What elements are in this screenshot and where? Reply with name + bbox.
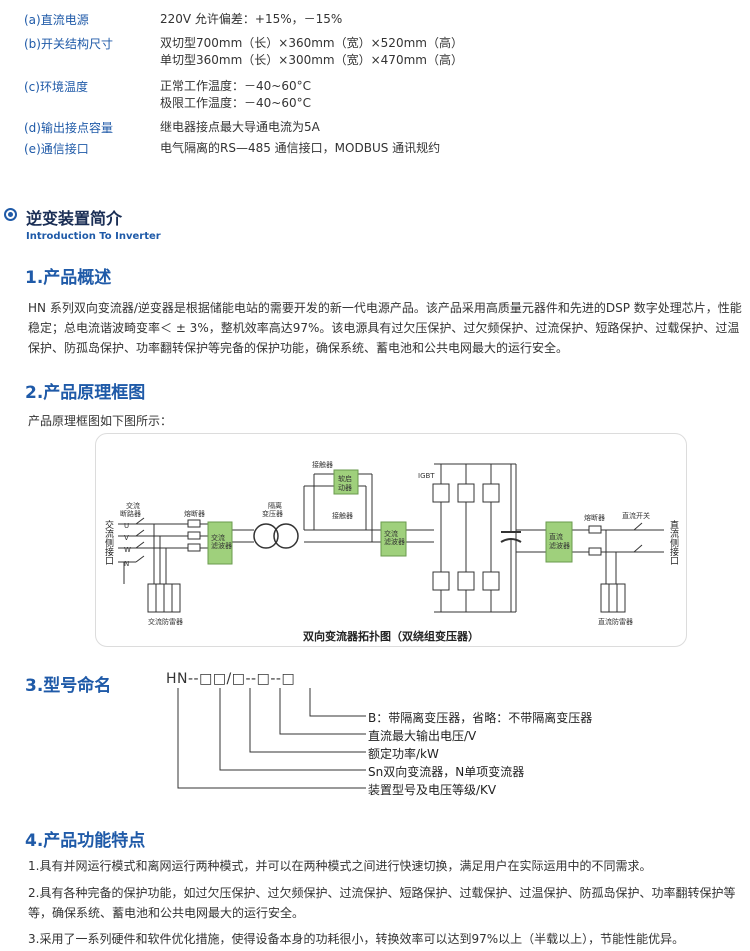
contactor2-label: 接触器 [332, 511, 353, 520]
model-item-type: Sn双向变流器，N单项变流器 [368, 765, 525, 779]
section-bullet-icon [4, 208, 17, 221]
heading-features: 4.产品功能特点 [25, 831, 146, 851]
heading-overview: 1.产品概述 [25, 268, 112, 288]
spec-val-dimensions-1: 双切型700mm（长）×360mm（宽）×520mm（高） [160, 36, 463, 50]
ac-side-label: 交流侧接口 [103, 519, 114, 565]
dc-filter-label-2: 滤波器 [549, 541, 570, 550]
spec-key-dimensions: (b)开关结构尺寸 [24, 37, 113, 51]
topology-diagram: 交流 断路器 U V W N 熔断器 交流 滤波器 隔离 变压器 接触器 软启 … [103, 460, 679, 626]
overview-text: HN 系列双向变流器/逆变器是根据储能电站的需要开发的新一代电源产品。该产品采用… [28, 301, 742, 355]
dc-side-label: 直流侧接口 [668, 519, 679, 565]
model-item-voltage: 直流最大输出电压/V [368, 729, 477, 743]
model-code-bracket [177, 688, 366, 789]
igbt-label: IGBT [418, 472, 435, 480]
model-item-b: B：带隔离变压器，省略：不带隔离变压器 [368, 711, 593, 725]
soft-start-label-1: 软启 [338, 474, 352, 483]
ac-breaker-label-1: 交流 [126, 501, 140, 510]
dc-filter-label-1: 直流 [549, 532, 563, 541]
phase-v: V [124, 534, 129, 542]
spec-val-dc-power: 220V 允许偏差：+15%，－15% [160, 12, 343, 26]
spec-val-temperature-2: 极限工作温度：－40~60°C [160, 96, 311, 110]
spec-val-contact-capacity: 继电器接点最大导通电流为5A [160, 120, 320, 134]
section-subtitle: Introduction To Inverter [26, 231, 161, 242]
spec-key-dc-power: (a)直流电源 [24, 13, 89, 27]
phase-u: U [124, 522, 129, 530]
section-title: 逆变装置简介 [26, 209, 123, 228]
model-item-grade: 装置型号及电压等级/KV [368, 783, 497, 797]
model-item-power: 额定功率/kW [368, 747, 439, 761]
feature-item-2: 2.具有各种完备的保护功能，如过欠压保护、过欠频保护、过流保护、短路保护、过载保… [28, 886, 736, 920]
ac-arrester-label: 交流防雷器 [148, 617, 183, 626]
topology-figure: 交流 断路器 U V W N 熔断器 交流 滤波器 隔离 变压器 接触器 软启 … [95, 433, 687, 647]
block-diagram-intro: 产品原理框图如下图所示： [28, 414, 173, 428]
dc-arrester-label: 直流防雷器 [598, 617, 633, 626]
soft-start-label-2: 动器 [338, 483, 352, 492]
feature-item-1: 1.具有并网运行模式和离网运行两种模式，并可以在两种模式之间进行快速切换，满足用… [28, 859, 652, 873]
spec-val-dimensions-2: 单切型360mm（长）×300mm（宽）×470mm（高） [160, 53, 463, 67]
contactor1-label: 接触器 [312, 460, 333, 469]
spec-key-comm: (e)通信接口 [24, 142, 89, 156]
ac-breaker-label-2: 断路器 [120, 509, 141, 518]
ac-filter2-label-1: 交流 [384, 529, 398, 538]
transformer-label-2: 变压器 [262, 509, 283, 518]
spec-key-contact-capacity: (d)输出接点容量 [24, 121, 113, 135]
phase-w: W [124, 546, 131, 554]
figure-caption: 双向变流器拓扑图（双绕组变压器） [303, 630, 479, 643]
phase-n: N [124, 560, 129, 568]
model-code: HN--□□/□--□--□ [166, 671, 296, 687]
feature-item-3: 3.采用了一系列硬件和软件优化措施，使得设备本身的功耗很小，转换效率可以达到97… [28, 932, 685, 946]
ac-filter2-label-2: 滤波器 [384, 537, 405, 546]
spec-val-temperature-1: 正常工作温度：－40~60°C [160, 79, 311, 93]
heading-model-naming: 3.型号命名 [25, 676, 112, 696]
transformer-label-1: 隔离 [268, 501, 282, 510]
spec-key-temperature: (c)环境温度 [24, 80, 88, 94]
ac-filter1-label-2: 滤波器 [211, 541, 232, 550]
fuse-label-1: 熔断器 [184, 509, 205, 518]
dc-switch-label: 直流开关 [622, 511, 650, 520]
spec-val-comm: 电气隔离的RS—485 通信接口，MODBUS 通讯规约 [160, 141, 441, 155]
ac-filter1-label-1: 交流 [211, 533, 225, 542]
heading-block-diagram: 2.产品原理框图 [25, 383, 146, 403]
fuse-label-2: 熔断器 [584, 513, 605, 522]
